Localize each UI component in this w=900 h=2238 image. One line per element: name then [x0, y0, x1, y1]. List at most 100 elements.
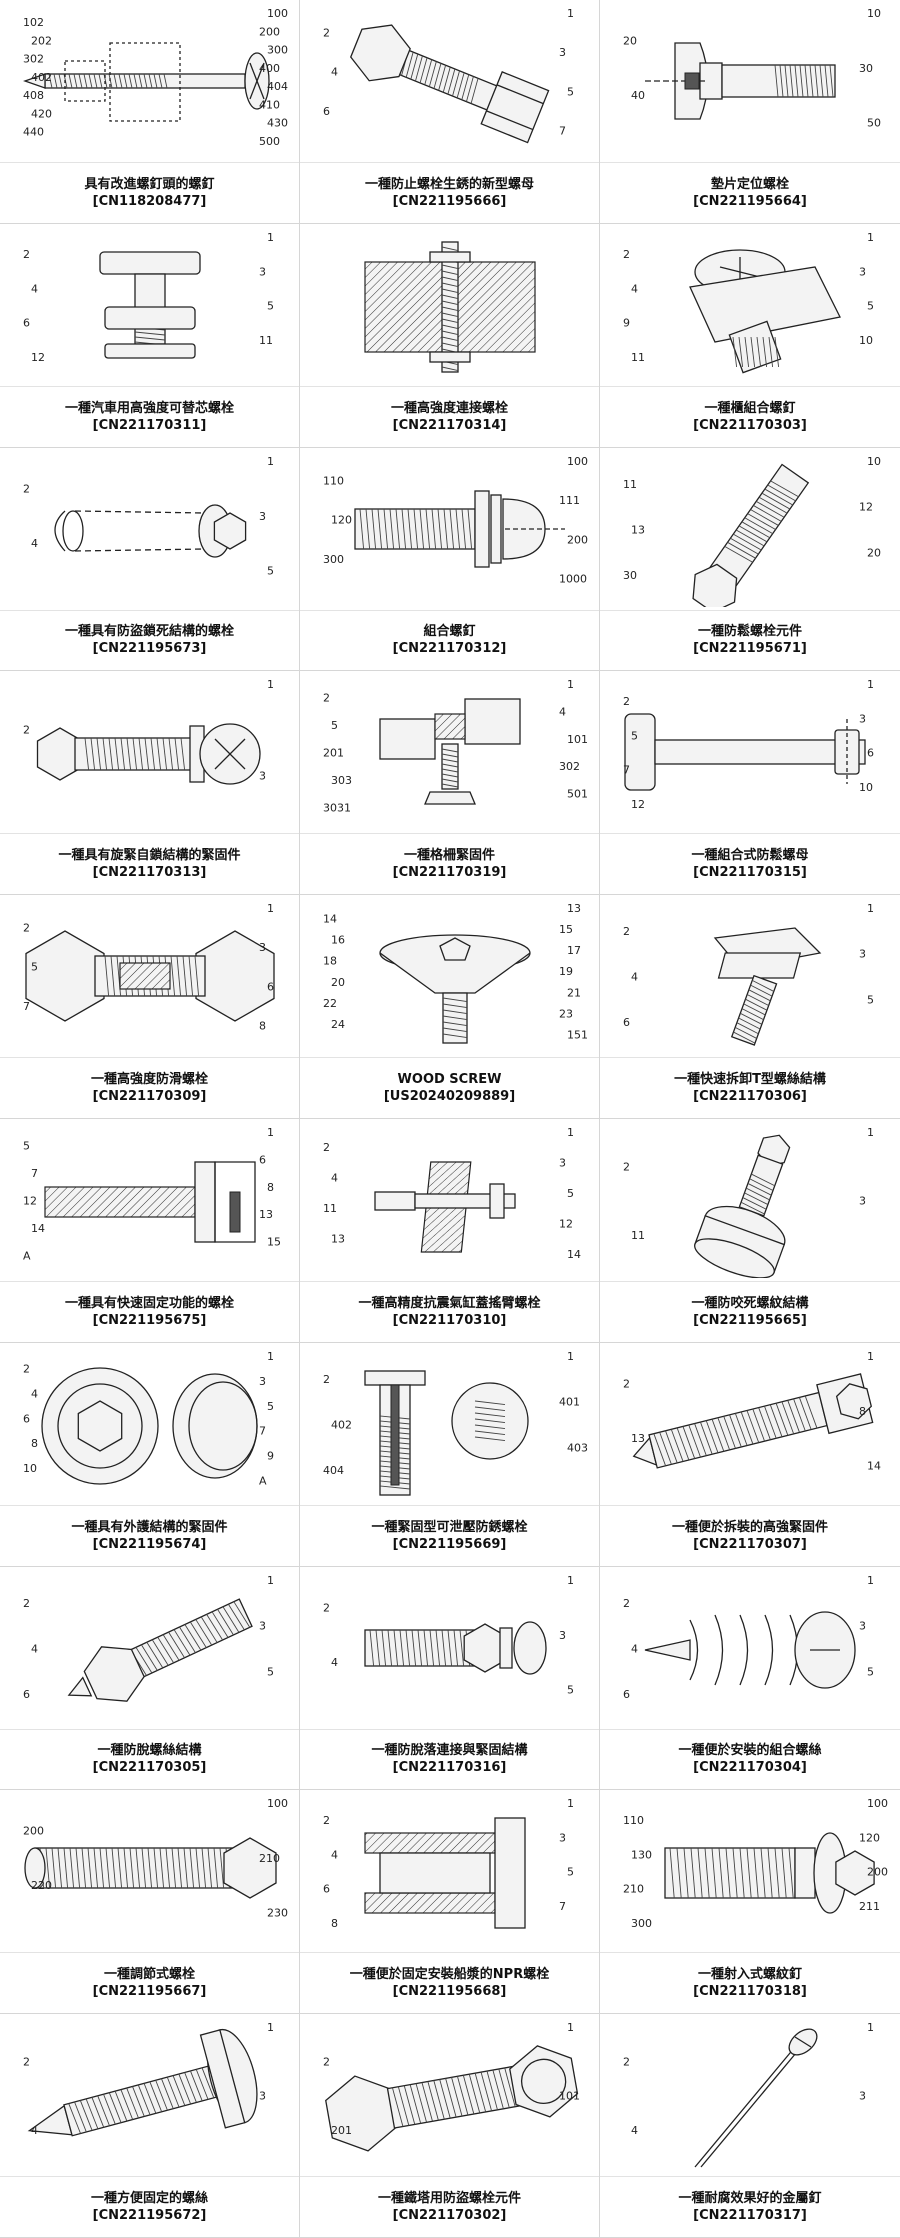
patent-drawing-image: 123	[0, 671, 299, 834]
patent-number[interactable]: [CN221195672]	[93, 2207, 207, 2224]
patent-number[interactable]: [CN118208477]	[93, 193, 207, 210]
patent-title[interactable]: 一種緊固型可泄壓防銹螺栓	[365, 1519, 533, 1536]
patent-number[interactable]: [CN221170304]	[693, 1759, 807, 1776]
patent-card[interactable]: 12345一種防脫落連接與緊固結構[CN221170316]	[300, 1567, 600, 1791]
patent-title[interactable]: 一種具有旋緊自鎖結構的緊固件	[52, 847, 246, 864]
patent-number[interactable]: [CN221195664]	[693, 193, 807, 210]
patent-title[interactable]: 一種格柵緊固件	[398, 847, 501, 864]
patent-card[interactable]: 123456一種快速拆卸T型螺絲結構[CN221170306]	[600, 895, 900, 1119]
patent-number[interactable]: [CN221195675]	[93, 1312, 207, 1329]
patent-title[interactable]: 一種高強度連接螺栓	[385, 400, 514, 417]
patent-number[interactable]: [CN221170307]	[693, 1536, 807, 1553]
patent-number[interactable]: [US20240209889]	[384, 1088, 515, 1105]
patent-title[interactable]: 一種具有外護結構的緊固件	[65, 1519, 233, 1536]
patent-title[interactable]: 一種高強度防滑螺栓	[85, 1071, 214, 1088]
patent-title[interactable]: 一種防咬死螺紋結構	[685, 1295, 814, 1312]
patent-caption: 一種格柵緊固件[CN221170319]	[300, 834, 599, 894]
patent-title[interactable]: 一種防鬆螺栓元件	[692, 623, 808, 640]
patent-number[interactable]: [CN221195671]	[693, 640, 807, 657]
patent-card[interactable]: 1234561112一種汽車用高強度可替芯螺栓[CN221170311]	[0, 224, 300, 448]
patent-card[interactable]: 123456一種便於安裝的組合螺絲[CN221170304]	[600, 1567, 900, 1791]
patent-number[interactable]: [CN221170317]	[693, 2207, 807, 2224]
patent-card[interactable]: 12345678910A一種具有外護結構的緊固件[CN221195674]	[0, 1343, 300, 1567]
patent-card[interactable]: 1234一種方便固定的螺絲[CN221195672]	[0, 2014, 300, 2238]
patent-title[interactable]: 一種高精度抗震氣缸蓋搖臂螺栓	[352, 1295, 546, 1312]
patent-card[interactable]: 1234567一種防止螺栓生銹的新型螺母[CN221195666]	[300, 0, 600, 224]
patent-number[interactable]: [CN221170303]	[693, 417, 807, 434]
patent-title[interactable]: 一種便於拆裝的高強緊固件	[666, 1519, 834, 1536]
patent-title[interactable]: 一種方便固定的螺絲	[85, 2190, 214, 2207]
patent-number[interactable]: [CN221195666]	[393, 193, 507, 210]
patent-card[interactable]: 123456一種防脫螺絲結構[CN221170305]	[0, 1567, 300, 1791]
patent-card[interactable]: 1234一種耐腐效果好的金屬釘[CN221170317]	[600, 2014, 900, 2238]
patent-number[interactable]: [CN221170314]	[393, 417, 507, 434]
patent-number[interactable]: [CN221195674]	[93, 1536, 207, 1553]
patent-number[interactable]: [CN221195665]	[693, 1312, 807, 1329]
patent-title[interactable]: 一種防止螺栓生銹的新型螺母	[359, 176, 540, 193]
drawing-label: 1	[567, 2021, 574, 2034]
patent-number[interactable]: [CN221170319]	[393, 864, 507, 881]
patent-card[interactable]: 1001101111202003001000組合螺釘[CN221170312]	[300, 448, 600, 672]
patent-number[interactable]: [CN221170312]	[393, 640, 507, 657]
patent-card[interactable]: 12451012013023035013031一種格柵緊固件[CN2211703…	[300, 671, 600, 895]
patent-card[interactable]: 12345一種具有防盜鎖死結構的螺栓[CN221195673]	[0, 448, 300, 672]
patent-number[interactable]: [CN221170309]	[93, 1088, 207, 1105]
patent-number[interactable]: [CN221170305]	[93, 1759, 207, 1776]
patent-title[interactable]: WOOD SCREW	[392, 1071, 508, 1088]
drawing-label: 5	[267, 564, 274, 577]
patent-card[interactable]: 1235678一種高強度防滑螺栓[CN221170309]	[0, 895, 300, 1119]
drawing-label: 2	[23, 1362, 30, 1375]
patent-number[interactable]: [CN221170313]	[93, 864, 207, 881]
patent-card[interactable]: 1567812131415A 一種具有快速固定功能的螺栓[CN221195675]	[0, 1119, 300, 1343]
patent-title[interactable]: 一種防脫落連接與緊固結構	[365, 1742, 533, 1759]
patent-number[interactable]: [CN221195673]	[93, 640, 207, 657]
patent-card[interactable]: 1234591011一種櫃組合螺釘[CN221170303]	[600, 224, 900, 448]
patent-card[interactable]: 12401402403404一種緊固型可泄壓防銹螺栓[CN221195669]	[300, 1343, 600, 1567]
patent-title[interactable]: 一種組合式防鬆螺母	[685, 847, 814, 864]
patent-title[interactable]: 一種快速拆卸T型螺絲結構	[668, 1071, 832, 1088]
patent-card[interactable]: 12311一種防咬死螺紋結構[CN221195665]	[600, 1119, 900, 1343]
patent-number[interactable]: [CN221170318]	[693, 1983, 807, 2000]
patent-title[interactable]: 一種防脫螺絲結構	[91, 1742, 207, 1759]
patent-title[interactable]: 一種具有快速固定功能的螺栓	[59, 1295, 240, 1312]
patent-title[interactable]: 一種便於安裝的組合螺絲	[672, 1742, 827, 1759]
patent-title[interactable]: 一種耐腐效果好的金屬釘	[672, 2190, 827, 2207]
patent-title[interactable]: 一種汽車用高強度可替芯螺栓	[59, 400, 240, 417]
patent-card[interactable]: 1020304050墊片定位螺栓[CN221195664]	[600, 0, 900, 224]
patent-card[interactable]: 1234511121314一種高精度抗震氣缸蓋搖臂螺栓[CN221170310]	[300, 1119, 600, 1343]
patent-title[interactable]: 一種具有防盜鎖死結構的螺栓	[59, 623, 240, 640]
patent-card[interactable]: 12345678一種便於固定安裝船漿的NPR螺栓[CN221195668]	[300, 1790, 600, 2014]
drawing-label: 13	[567, 902, 581, 915]
patent-card[interactable]: 1281314一種便於拆裝的高強緊固件[CN221170307]	[600, 1343, 900, 1567]
patent-number[interactable]: [CN221170302]	[393, 2207, 507, 2224]
drawing-label: 3	[859, 948, 866, 961]
patent-title[interactable]: 墊片定位螺栓	[705, 176, 795, 193]
patent-title[interactable]: 一種便於固定安裝船漿的NPR螺栓	[344, 1966, 555, 1983]
patent-title[interactable]: 組合螺釘	[417, 623, 481, 640]
patent-number[interactable]: [CN221195667]	[93, 1983, 207, 2000]
patent-title[interactable]: 一種調節式螺栓	[98, 1966, 201, 1983]
patent-card[interactable]: 131415161718192021222324151WOOD SCREW[US…	[300, 895, 600, 1119]
patent-number[interactable]: [CN221195668]	[393, 1983, 507, 2000]
patent-card[interactable]: 123 一種具有旋緊自鎖結構的緊固件[CN221170313]	[0, 671, 300, 895]
patent-card[interactable]: 1235671012一種組合式防鬆螺母[CN221170315]	[600, 671, 900, 895]
patent-number[interactable]: [CN221195669]	[393, 1536, 507, 1553]
patent-title[interactable]: 具有改進螺釘頭的螺釘	[78, 176, 220, 193]
patent-number[interactable]: [CN221170310]	[393, 1312, 507, 1329]
patent-card[interactable]: 100200210220230一種調節式螺栓[CN221195667]	[0, 1790, 300, 2014]
patent-number[interactable]: [CN221170311]	[93, 417, 207, 434]
patent-caption: 一種防脫落連接與緊固結構[CN221170316]	[300, 1730, 599, 1790]
patent-drawing: 131415161718192021222324151	[305, 898, 595, 1054]
patent-number[interactable]: [CN221170316]	[393, 1759, 507, 1776]
patent-card[interactable]: 一種高強度連接螺栓[CN221170314]	[300, 224, 600, 448]
patent-number[interactable]: [CN221170306]	[693, 1088, 807, 1105]
patent-card[interactable]: 1001022002023003024004024044084104204304…	[0, 0, 300, 224]
patent-number[interactable]: [CN221170315]	[693, 864, 807, 881]
patent-title[interactable]: 一種櫃組合螺釘	[698, 400, 801, 417]
patent-card[interactable]: 101112132030一種防鬆螺栓元件[CN221195671]	[600, 448, 900, 672]
patent-drawing-image: 1567812131415A	[0, 1119, 299, 1282]
patent-card[interactable]: 12101201一種鐵塔用防盜螺栓元件[CN221170302]	[300, 2014, 600, 2238]
patent-card[interactable]: 100110120130200210211300一種射入式螺紋釘[CN22117…	[600, 1790, 900, 2014]
patent-title[interactable]: 一種鐵塔用防盜螺栓元件	[372, 2190, 527, 2207]
patent-title[interactable]: 一種射入式螺紋釘	[692, 1966, 808, 1983]
